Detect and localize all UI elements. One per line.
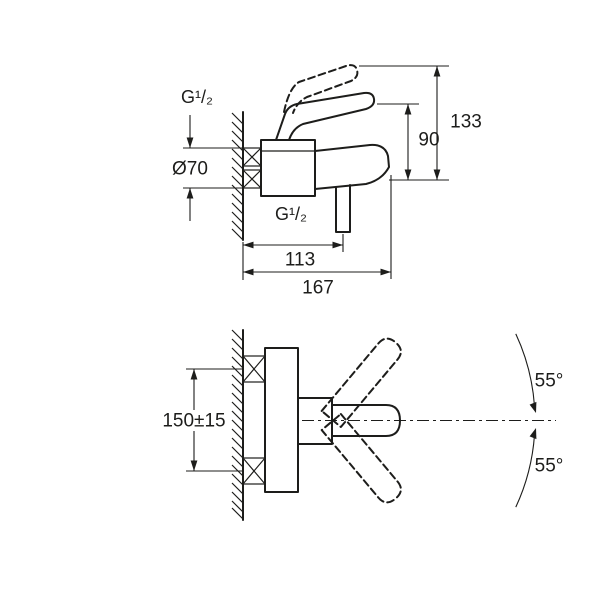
faucet-body [260, 139, 316, 197]
plan-view: 150±15 55° 55° [158, 329, 564, 521]
wall-hatch [231, 112, 244, 241]
angle-arc-up [515, 333, 536, 407]
arrow-167-right [380, 268, 391, 276]
outlet-pipe [335, 184, 351, 233]
wall-union-top [242, 147, 262, 167]
label-thread-top: G¹/₂ [181, 87, 213, 107]
lever-plan-swing-up-dashed [320, 337, 402, 429]
label-thread-bottom: G¹/₂ [275, 204, 307, 224]
arrow-angle-down [529, 428, 537, 440]
arrow-133-bottom [433, 169, 441, 180]
lever-handle-raised-dashed [283, 64, 359, 114]
spout [314, 143, 390, 190]
extension-lines-plan [186, 368, 243, 472]
wall-union-bottom [242, 169, 262, 189]
label-swing-down: 55° [535, 456, 564, 477]
arrow-angle-up [529, 401, 537, 413]
arrow-90-top [404, 104, 412, 115]
arrow-133-top [433, 66, 441, 77]
label-total-height: 133 [450, 112, 482, 133]
arrow-167-left [243, 268, 254, 276]
arrow-90-bottom [404, 169, 412, 180]
angle-arc-down [515, 434, 536, 508]
dimension-lines-front [189, 66, 438, 273]
arrow-113-left [243, 241, 254, 249]
label-center-distance: 150±15 [162, 411, 225, 432]
arrow-d70-upper [186, 137, 194, 148]
wall-hatch-plan [231, 329, 244, 520]
extension-lines-front [183, 65, 449, 280]
label-swing-up: 55° [535, 371, 564, 392]
label-total-depth: 167 [302, 278, 334, 299]
arrow-150-bottom [190, 460, 198, 471]
escutcheon-lower [242, 457, 266, 485]
arrow-d70-lower [186, 188, 194, 199]
arrow-150-top [190, 369, 198, 380]
label-150-mask [158, 410, 230, 431]
front-view: G¹/₂ Ø70 90 133 G¹/₂ 113 167 [172, 64, 482, 299]
label-escutcheon-diameter: Ø70 [172, 159, 208, 180]
arrow-113-right [332, 241, 343, 249]
label-outlet-depth: 113 [285, 250, 315, 271]
label-spout-height: 90 [418, 130, 439, 151]
lever-handle [275, 91, 376, 141]
body-plate [264, 347, 299, 493]
escutcheon-upper [242, 355, 266, 383]
lever-plan-swing-down-dashed [320, 412, 402, 504]
